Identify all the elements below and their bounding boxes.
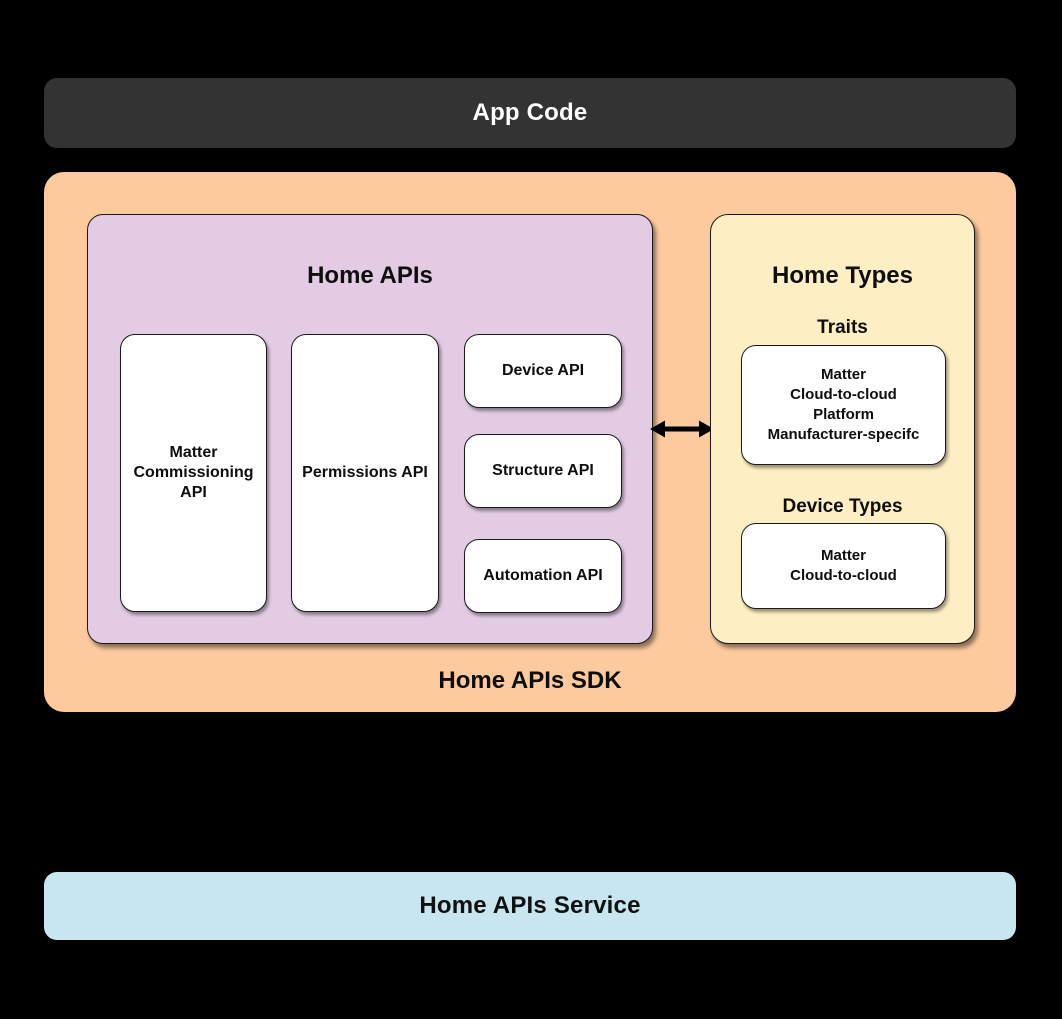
home-types-title: Home Types [772,262,913,289]
home-apis-service-label: Home APIs Service [419,892,641,919]
traits-heading: Traits [817,317,868,338]
app-code-label: App Code [472,99,588,126]
automation-api-box: Automation API [464,539,622,613]
home-apis-title: Home APIs [307,262,433,289]
home-apis-group: Home APIs Matter Commissioning API Permi… [87,214,653,644]
permissions-api-label: Permissions API [302,464,428,481]
home-apis-sdk-container: Home APIs Matter Commissioning API Permi… [44,172,1016,712]
home-apis-service-block: Home APIs Service [44,872,1016,940]
bidirectional-arrow-icon [650,417,714,441]
device-api-box: Device API [464,334,622,408]
automation-api-label: Automation API [483,567,603,584]
app-code-block: App Code [44,78,1016,148]
traits-box: Matter Cloud-to-cloud Platform Manufactu… [741,345,946,465]
device-types-heading: Device Types [782,496,903,517]
structure-api-label: Structure API [492,462,594,479]
device-api-label: Device API [501,362,585,379]
permissions-api-box: Permissions API [291,334,439,612]
home-types-group: Home Types Traits Matter Cloud-to-cloud … [710,214,975,644]
structure-api-box: Structure API [464,434,622,508]
matter-commissioning-api-box: Matter Commissioning API [120,334,267,612]
home-apis-sdk-label: Home APIs SDK [438,667,622,694]
matter-commissioning-api-label: Matter Commissioning API [133,444,254,501]
device-types-items: Matter Cloud-to-cloud [790,547,897,584]
device-types-box: Matter Cloud-to-cloud [741,523,946,609]
traits-items: Matter Cloud-to-cloud Platform Manufactu… [767,366,920,443]
